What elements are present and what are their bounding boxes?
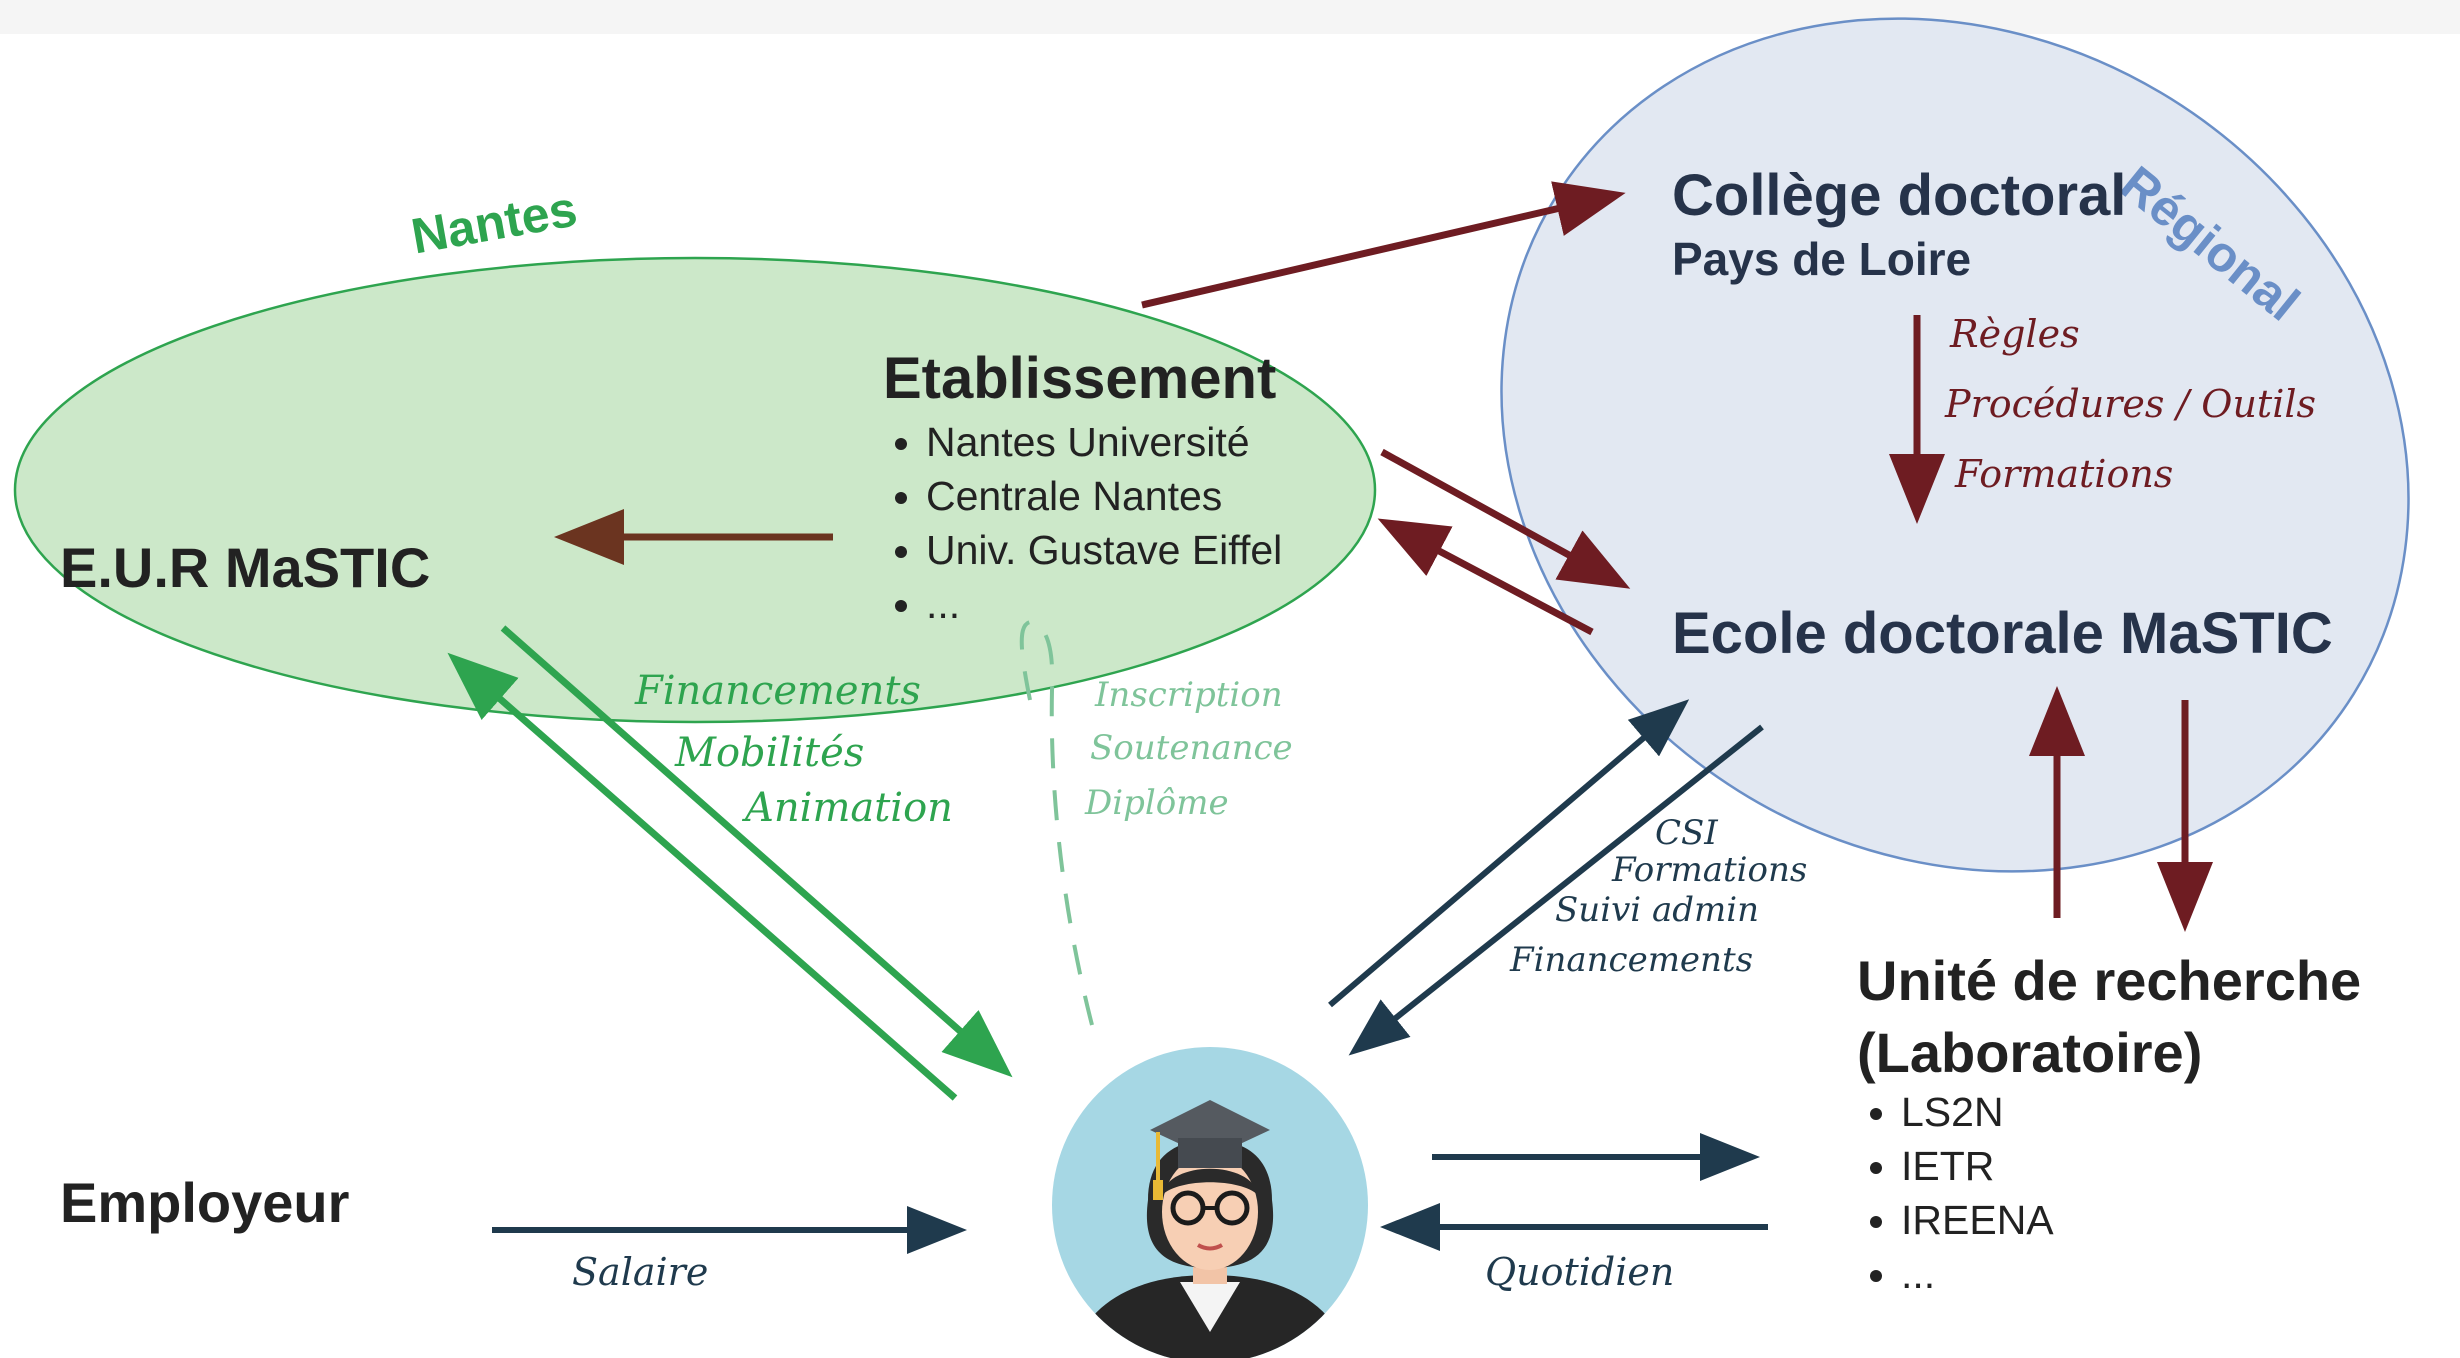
dashed-etablissement-doctorant [1019,619,1094,1026]
graduate-student-icon [1052,1047,1368,1358]
etablissement-item: Centrale Nantes [926,469,1282,523]
arrow-eur-to-doctorant [500,625,1013,1078]
top-bar [0,0,2460,34]
unite-list: LS2N IETR IREENA ... [1857,1085,2054,1301]
arrow-doctorant-to-ecole [1328,699,1690,1008]
unite-item: LS2N [1901,1085,2054,1139]
unite-item: IETR [1901,1139,2054,1193]
unite-item: IREENA [1901,1193,2054,1247]
etablissement-item: Univ. Gustave Eiffel [926,523,1282,577]
annotation-etablissement-doctorant-1: Inscription [1095,675,1283,715]
annotation-college-ecole-2: Procédures / Outils [1945,382,2317,426]
annotation-ecole-doctorant-4: Financements [1510,940,1754,980]
college-node-title: Collège doctoral [1672,163,2127,228]
annotation-employeur-doctorant: Salaire [572,1250,709,1294]
unite-node-title: Unité de recherche [1857,949,2362,1012]
nantes-region [13,256,1377,724]
college-node-subtitle: Pays de Loire [1672,233,1972,285]
unite-item: ... [1901,1247,2054,1301]
arrow-etablissement-to-ecole [1380,448,1631,589]
employeur-node-title: Employeur [60,1171,350,1234]
arrow-etablissement-to-college [1141,181,1626,309]
etablissement-item: Nantes Université [926,415,1282,469]
annotation-unite-doctorant: Quotidien [1485,1250,1675,1294]
annotation-ecole-doctorant-2: Formations [1612,850,1808,890]
annotation-etablissement-doctorant-2: Soutenance [1090,728,1293,768]
annotation-ecole-doctorant-1: CSI [1655,813,1718,853]
annotation-college-ecole-1: Règles [1950,312,2080,356]
annotation-college-ecole-3: Formations [1955,452,2174,496]
annotation-eur-doctorant-1: Financements [635,668,921,714]
annotation-ecole-doctorant-3: Suivi admin [1555,890,1759,930]
annotation-eur-doctorant-2: Mobilités [675,730,865,776]
eur-node-title: E.U.R MaSTIC [60,536,431,599]
etablissement-item: ... [926,577,1282,631]
unite-node-subtitle: (Laboratoire) [1857,1021,2203,1084]
etablissement-node-title: Etablissement [883,346,1277,411]
annotation-eur-doctorant-3: Animation [745,785,953,831]
arrow-doctorant-to-eur [447,652,958,1101]
annotation-etablissement-doctorant-3: Diplôme [1085,783,1229,823]
arrow-ecole-to-etablissement [1377,518,1594,636]
ecole-node-title: Ecole doctorale MaSTIC [1672,601,2333,666]
arrow-ecole-to-doctorant [1348,724,1764,1056]
etablissement-list: Nantes Université Centrale Nantes Univ. … [882,415,1282,631]
